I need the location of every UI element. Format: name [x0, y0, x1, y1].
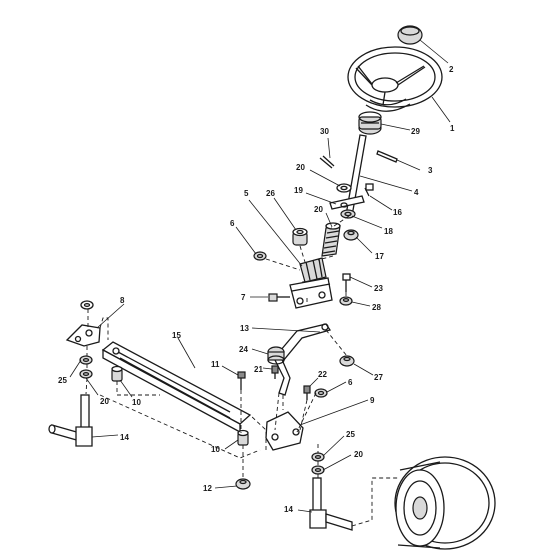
callout-19: 19 — [294, 186, 303, 195]
callout-1: 1 — [450, 124, 455, 133]
washers-left — [79, 355, 93, 379]
bolt-23 — [342, 273, 351, 292]
callout-14-left: 14 — [120, 433, 129, 442]
steering-shaft — [345, 111, 382, 217]
callout-22: 22 — [318, 370, 327, 379]
callout-3: 3 — [428, 166, 433, 175]
nut-27 — [339, 355, 355, 367]
axle-bushing-upper — [111, 365, 123, 382]
callout-5: 5 — [244, 189, 249, 198]
washer-6-lower — [314, 388, 328, 398]
callout-25-left: 25 — [58, 376, 67, 385]
callout-8: 8 — [120, 296, 125, 305]
callout-labels: 2 1 29 30 3 4 20 16 19 18 5 26 20 17 6 2… — [58, 65, 455, 514]
callout-20-top: 20 — [296, 163, 305, 172]
callout-27: 27 — [374, 373, 383, 382]
callout-15: 15 — [172, 331, 181, 340]
callout-16: 16 — [393, 208, 402, 217]
callout-6-upper: 6 — [230, 219, 235, 228]
callout-21: 21 — [254, 365, 263, 374]
callout-13: 13 — [240, 324, 249, 333]
callout-23: 23 — [374, 284, 383, 293]
axle-bushing-lower — [237, 429, 249, 446]
washers-right — [311, 452, 325, 475]
steering-wheel — [347, 46, 443, 112]
callout-29: 29 — [411, 127, 420, 136]
nut-28 — [339, 296, 353, 306]
callout-14-right: 14 — [284, 505, 293, 514]
callout-10-upper: 10 — [132, 398, 141, 407]
pinion-nut — [343, 229, 359, 241]
upper-bushing-group — [329, 183, 374, 219]
pinion-gear — [321, 222, 341, 257]
callout-4: 4 — [414, 188, 419, 197]
washer-left-top — [80, 300, 94, 310]
callout-26: 26 — [266, 189, 275, 198]
callout-20-left: 20 — [100, 397, 109, 406]
left-spindle — [48, 394, 93, 447]
callout-6-lower: 6 — [348, 378, 353, 387]
callout-24: 24 — [239, 345, 248, 354]
callout-20-right: 20 — [354, 450, 363, 459]
callout-9: 9 — [370, 396, 375, 405]
callout-12: 12 — [203, 484, 212, 493]
right-steering-arm — [265, 411, 304, 451]
callout-20-pinion: 20 — [314, 205, 323, 214]
front-tire — [394, 456, 496, 550]
steering-key — [376, 150, 398, 163]
roll-pin — [319, 155, 335, 169]
sector-bushing — [292, 227, 308, 246]
right-spindle — [309, 477, 353, 531]
steering-bracket-plate — [289, 277, 333, 309]
callout-18: 18 — [384, 227, 393, 236]
callout-10-lower: 10 — [211, 445, 220, 454]
callout-11: 11 — [211, 360, 220, 369]
ball-joint-24 — [267, 346, 285, 365]
callout-7: 7 — [241, 293, 246, 302]
callout-17: 17 — [375, 252, 384, 261]
callout-28: 28 — [372, 303, 381, 312]
callout-25-right: 25 — [346, 430, 355, 439]
callout-2: 2 — [449, 65, 454, 74]
assembly-dashed-lines — [85, 215, 398, 527]
leader-lines — [69, 39, 451, 513]
bolt-11 — [237, 371, 246, 390]
left-steering-arm — [65, 324, 101, 347]
washer-6-upper — [253, 251, 267, 261]
fitting-21 — [271, 365, 279, 379]
steering-wheel-cap — [397, 25, 423, 45]
front-axle-tie-bar — [101, 341, 252, 434]
callout-30: 30 — [320, 127, 329, 136]
bolt-22 — [303, 385, 311, 400]
nut-12 — [235, 478, 251, 490]
bolt-7 — [268, 293, 290, 302]
